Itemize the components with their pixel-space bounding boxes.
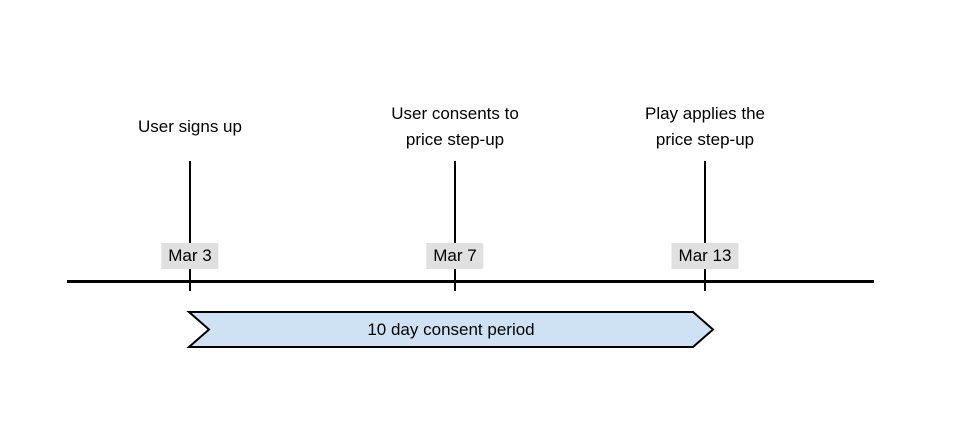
date-badge-mar-7: Mar 7 <box>426 243 484 269</box>
consent-period-banner <box>186 311 715 348</box>
event-label-play-applies: Play applies the price step-up <box>644 104 766 149</box>
event-tick-mar-7 <box>454 161 456 291</box>
event-label-user-consents: User consents to price step-up <box>391 104 519 149</box>
event-tick-mar-3 <box>189 161 191 291</box>
event-tick-mar-13 <box>704 161 706 291</box>
date-badge-mar-3: Mar 3 <box>161 243 219 269</box>
date-badge-mar-13: Mar 13 <box>671 243 739 269</box>
event-label-user-signs-up: User signs up <box>138 117 242 136</box>
banner-label: 10 day consent period <box>367 319 535 339</box>
timeline-axis <box>67 280 874 283</box>
banner-arrow-shape <box>186 311 715 348</box>
